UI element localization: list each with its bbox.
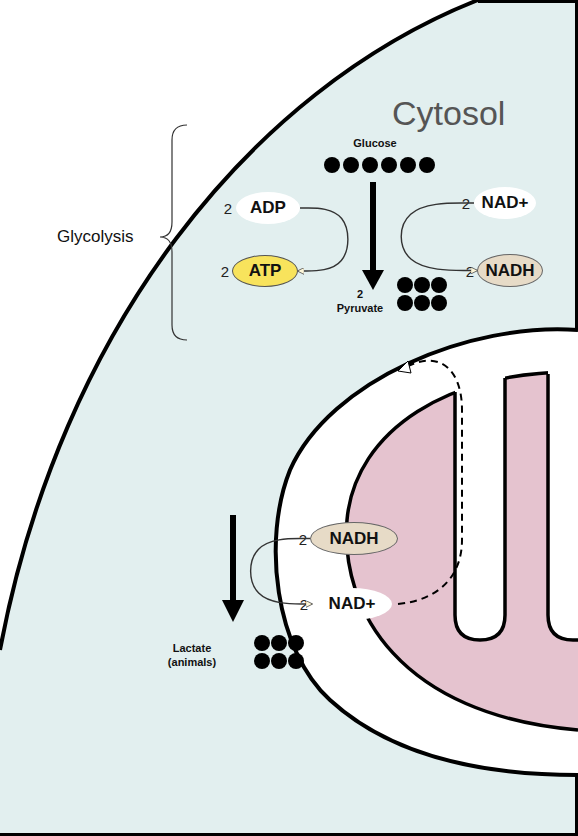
carbon-dot xyxy=(414,277,430,293)
arrow-head xyxy=(222,600,244,622)
glucose-dots xyxy=(324,157,435,173)
molecule-ellipse: 2NADH xyxy=(477,254,543,287)
carbon-dot xyxy=(324,157,340,173)
stoichiometry-number: 2 xyxy=(300,596,308,613)
carbon-dot xyxy=(271,635,287,651)
molecule-label: Glucose xyxy=(353,137,396,151)
carbon-dot xyxy=(381,157,397,173)
region-label: Cytosol xyxy=(392,92,505,135)
dashed-path xyxy=(398,361,462,604)
carbon-dot xyxy=(419,157,435,173)
carbon-dot xyxy=(400,157,416,173)
molecule-ellipse: 2NAD+ xyxy=(474,187,536,219)
stage-label: Glycolysis xyxy=(57,226,134,247)
molecule-ellipse: 2ATP xyxy=(232,255,298,287)
molecule-name: ADP xyxy=(250,198,286,218)
molecule-label: Lactate (animals) xyxy=(168,642,216,670)
outer-membrane xyxy=(276,329,578,775)
crista-membrane xyxy=(548,374,578,640)
molecule-name: NAD+ xyxy=(329,594,376,614)
carbon-dot xyxy=(397,295,413,311)
molecule-name: ATP xyxy=(249,261,282,281)
crista-membrane xyxy=(455,378,505,640)
arrow-head xyxy=(362,270,384,290)
molecule-label: 2 Pyruvate xyxy=(337,288,383,316)
molecule-name: NAD+ xyxy=(482,193,529,213)
pyruvate-dots xyxy=(397,277,447,311)
carbon-dot xyxy=(431,295,447,311)
arrow-head xyxy=(398,361,411,373)
carbon-dot xyxy=(397,277,413,293)
molecule-name: NADH xyxy=(329,529,378,549)
reaction-coupling-arrow xyxy=(251,539,312,605)
molecule-ellipse: 2NAD+ xyxy=(312,588,392,620)
molecule-name: NADH xyxy=(485,261,534,281)
carbon-dot xyxy=(288,653,304,669)
reaction-arrow xyxy=(370,182,376,272)
carbon-dot xyxy=(362,157,378,173)
crista xyxy=(548,362,578,640)
carbon-dot xyxy=(254,653,270,669)
reaction-arrow xyxy=(230,515,236,602)
carbon-dot xyxy=(288,635,304,651)
reaction-coupling-arrow xyxy=(401,203,477,271)
stoichiometry-number: 2 xyxy=(462,195,470,212)
stoichiometry-number: 2 xyxy=(224,200,232,217)
carbon-dot xyxy=(414,295,430,311)
crista xyxy=(455,362,505,640)
bracket xyxy=(160,125,187,340)
stoichiometry-number: 2 xyxy=(221,263,229,280)
carbon-dot xyxy=(271,653,287,669)
molecule-ellipse: 2NADH xyxy=(310,522,398,555)
stoichiometry-number: 2 xyxy=(299,530,307,547)
carbon-dot xyxy=(431,277,447,293)
carbon-dot xyxy=(343,157,359,173)
molecule-ellipse: 2ADP xyxy=(236,192,300,224)
lactate-dots xyxy=(254,635,304,669)
stoichiometry-number: 2 xyxy=(466,262,474,279)
reaction-coupling-arrow xyxy=(298,208,348,271)
carbon-dot xyxy=(254,635,270,651)
mitochondrion-intermembrane xyxy=(276,329,578,775)
